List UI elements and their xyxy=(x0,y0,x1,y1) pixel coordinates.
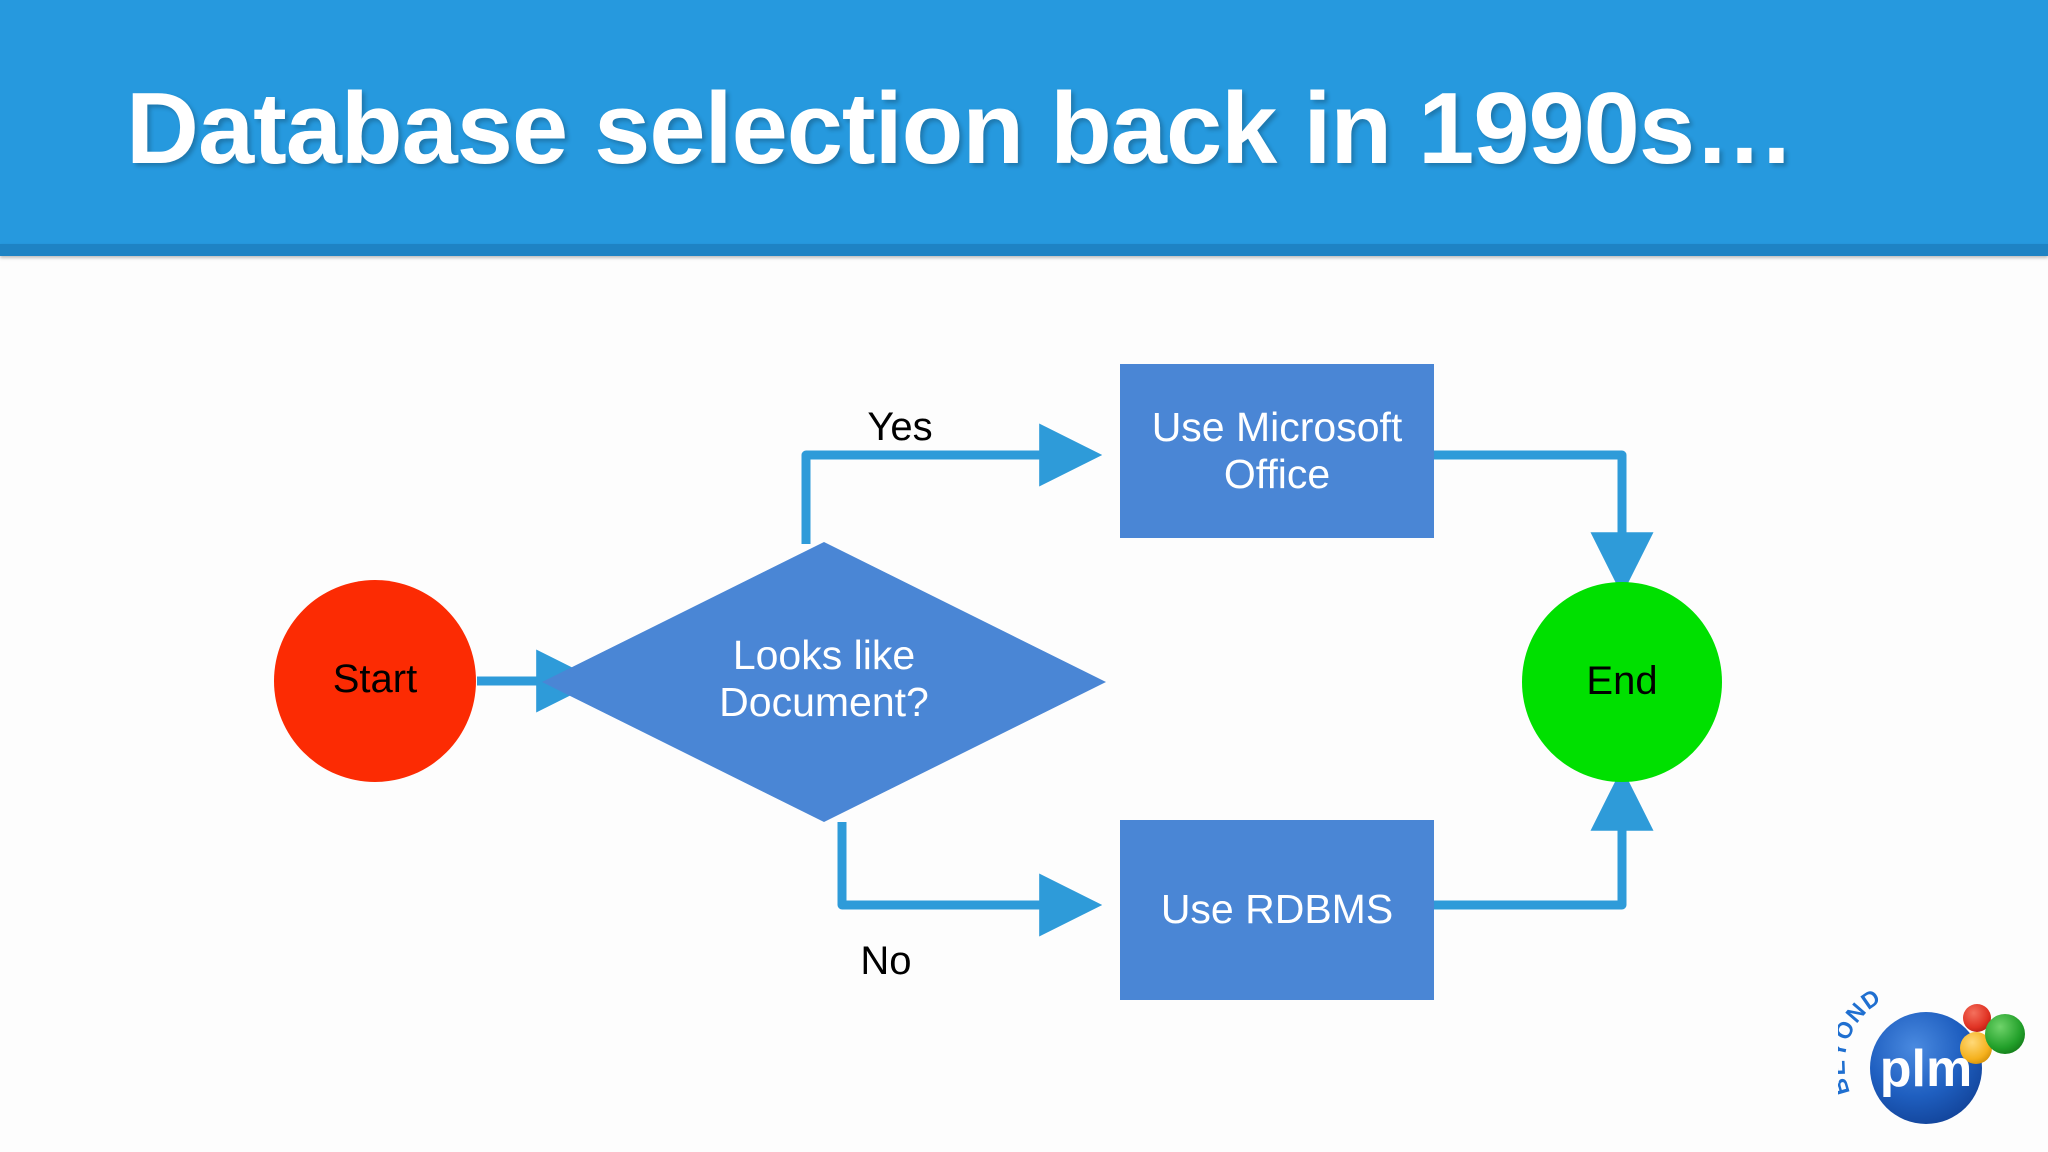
node-decision-diamond[interactable] xyxy=(542,542,1106,822)
edge-decision-no xyxy=(837,822,1103,937)
logo-svg: BEYOND plm xyxy=(1823,983,2025,1124)
edge-label-yes: Yes xyxy=(867,405,933,449)
edge-office-to-end xyxy=(1434,450,1654,596)
edge-decision-yes xyxy=(801,423,1103,544)
title-bar-underline xyxy=(0,244,2048,256)
beyond-plm-logo[interactable]: BEYOND plm xyxy=(1823,968,2038,1144)
logo-wordmark: plm xyxy=(1880,1040,1972,1098)
node-end-shape[interactable] xyxy=(1522,582,1722,782)
connector-group xyxy=(477,423,1654,937)
edge-label-no: No xyxy=(860,939,912,983)
logo-blue-circle xyxy=(1870,1012,1982,1124)
edge-rdbms-to-end xyxy=(1434,767,1654,910)
logo-red-dot-icon xyxy=(1963,1004,1991,1032)
flowchart-diagram: Start Looks like Document? Use Microsoft… xyxy=(0,256,2048,1152)
logo-green-dot-icon xyxy=(1985,1014,2025,1054)
node-start-shape[interactable] xyxy=(274,580,476,782)
logo-orange-dot-icon xyxy=(1960,1032,1992,1064)
title-bar xyxy=(0,0,2048,244)
page-title: Database selection back in 1990s… xyxy=(126,73,1795,185)
node-use-microsoft-office-shape[interactable] xyxy=(1120,364,1434,538)
node-use-rdbms-shape[interactable] xyxy=(1120,820,1434,1000)
flowchart-svg xyxy=(274,364,1722,1000)
